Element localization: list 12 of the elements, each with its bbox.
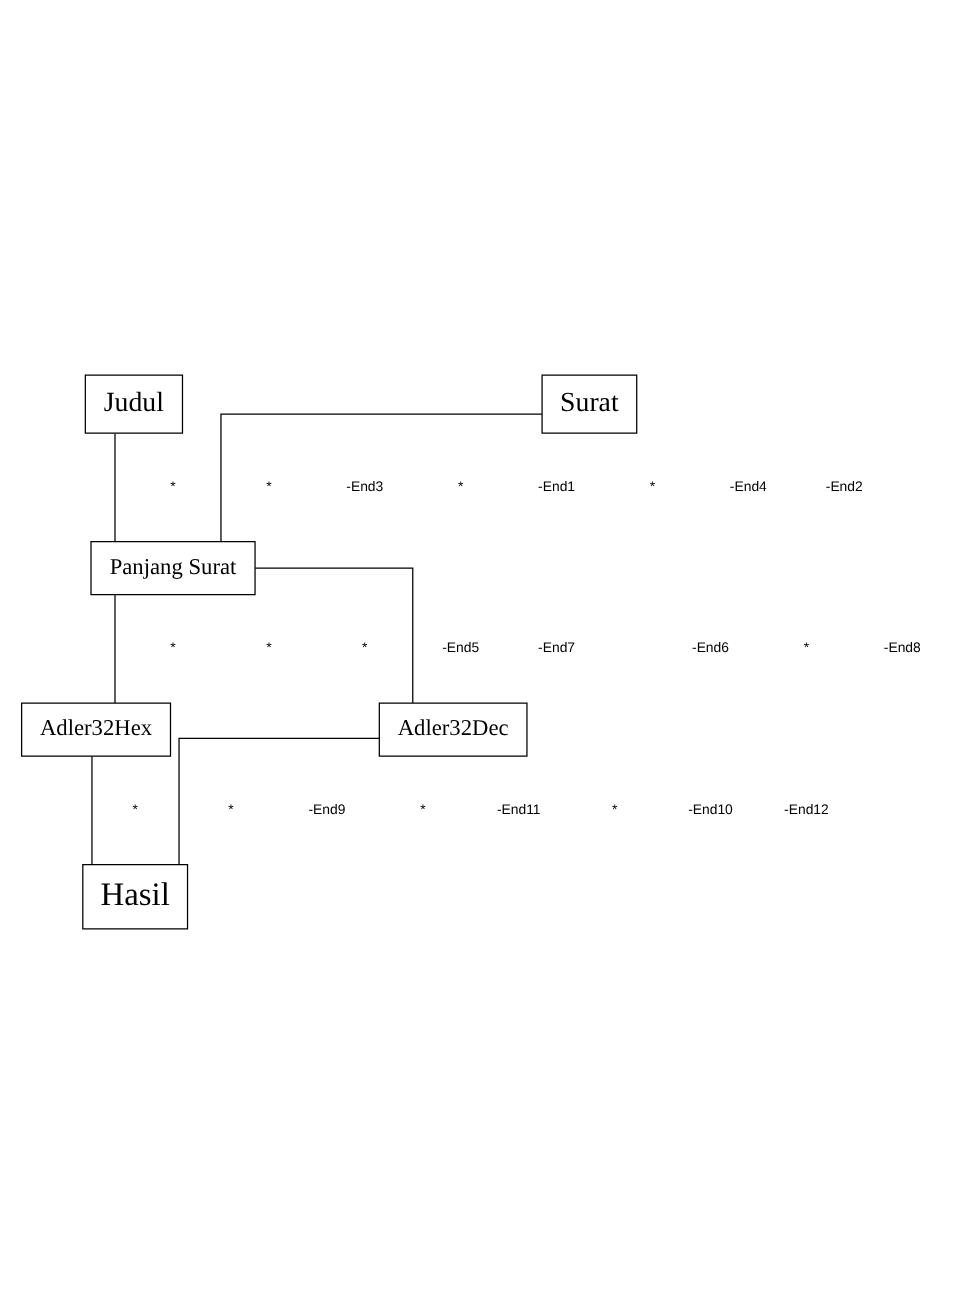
- connector: [254, 566, 414, 703]
- node-box: Adler32Dec: [378, 701, 528, 756]
- connector: [114, 431, 116, 541]
- connector: [91, 754, 93, 864]
- node-box: Adler32Hex: [21, 701, 172, 756]
- connector: [114, 593, 116, 703]
- connector: [178, 736, 380, 864]
- connector: [220, 412, 543, 541]
- node-box: Surat: [541, 373, 638, 433]
- node-box: Judul: [84, 373, 184, 433]
- node-box: Hasil: [82, 862, 189, 929]
- node-box: Panjang Surat: [90, 539, 256, 595]
